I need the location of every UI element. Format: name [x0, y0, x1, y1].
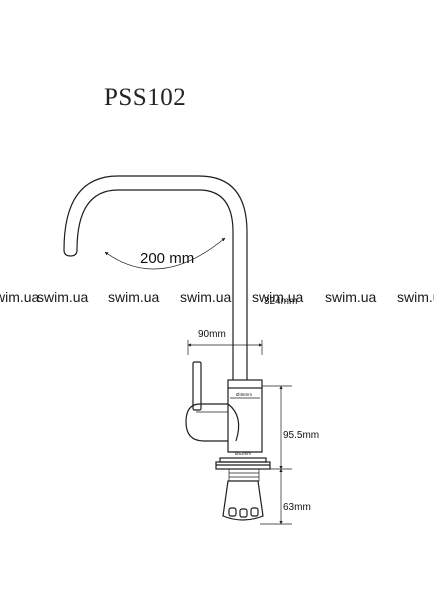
- base-diameter-label: Ø53mm: [235, 451, 251, 456]
- watermark-item: swim.ua: [180, 289, 232, 305]
- body-diameter-label: Ø46mm: [236, 392, 252, 397]
- reach-dimension: 200 mm: [104, 237, 226, 270]
- spout: [63, 175, 248, 380]
- model-title: PSS102: [104, 84, 187, 111]
- reach-label: 200 mm: [140, 250, 194, 267]
- watermark-item: swim.ua: [37, 289, 89, 305]
- height-label: 324mm: [264, 296, 297, 307]
- watermark-item: swim.ua: [108, 289, 160, 305]
- faucet-body: Ø46mm: [227, 379, 263, 453]
- handle-offset-dimension: 90mm: [187, 329, 263, 355]
- watermark-item: swim.ua: [325, 289, 377, 305]
- mounting-shank: [222, 468, 264, 521]
- base-ring: Ø53mm: [215, 451, 271, 470]
- vertical-dimensions: 95.5mm 63mm: [260, 385, 319, 525]
- handle-offset-label: 90mm: [198, 329, 226, 340]
- body-height-label: 95.5mm: [283, 430, 319, 441]
- lever-handle: [185, 361, 240, 442]
- watermark-item: swim.ua: [252, 289, 304, 305]
- watermark-item: swim.ua: [0, 289, 40, 305]
- watermark-item: swim.ua: [397, 289, 434, 305]
- watermark-row: swim.ua swim.ua swim.ua swim.ua swim.ua …: [0, 289, 434, 305]
- shank-height-label: 63mm: [283, 502, 311, 513]
